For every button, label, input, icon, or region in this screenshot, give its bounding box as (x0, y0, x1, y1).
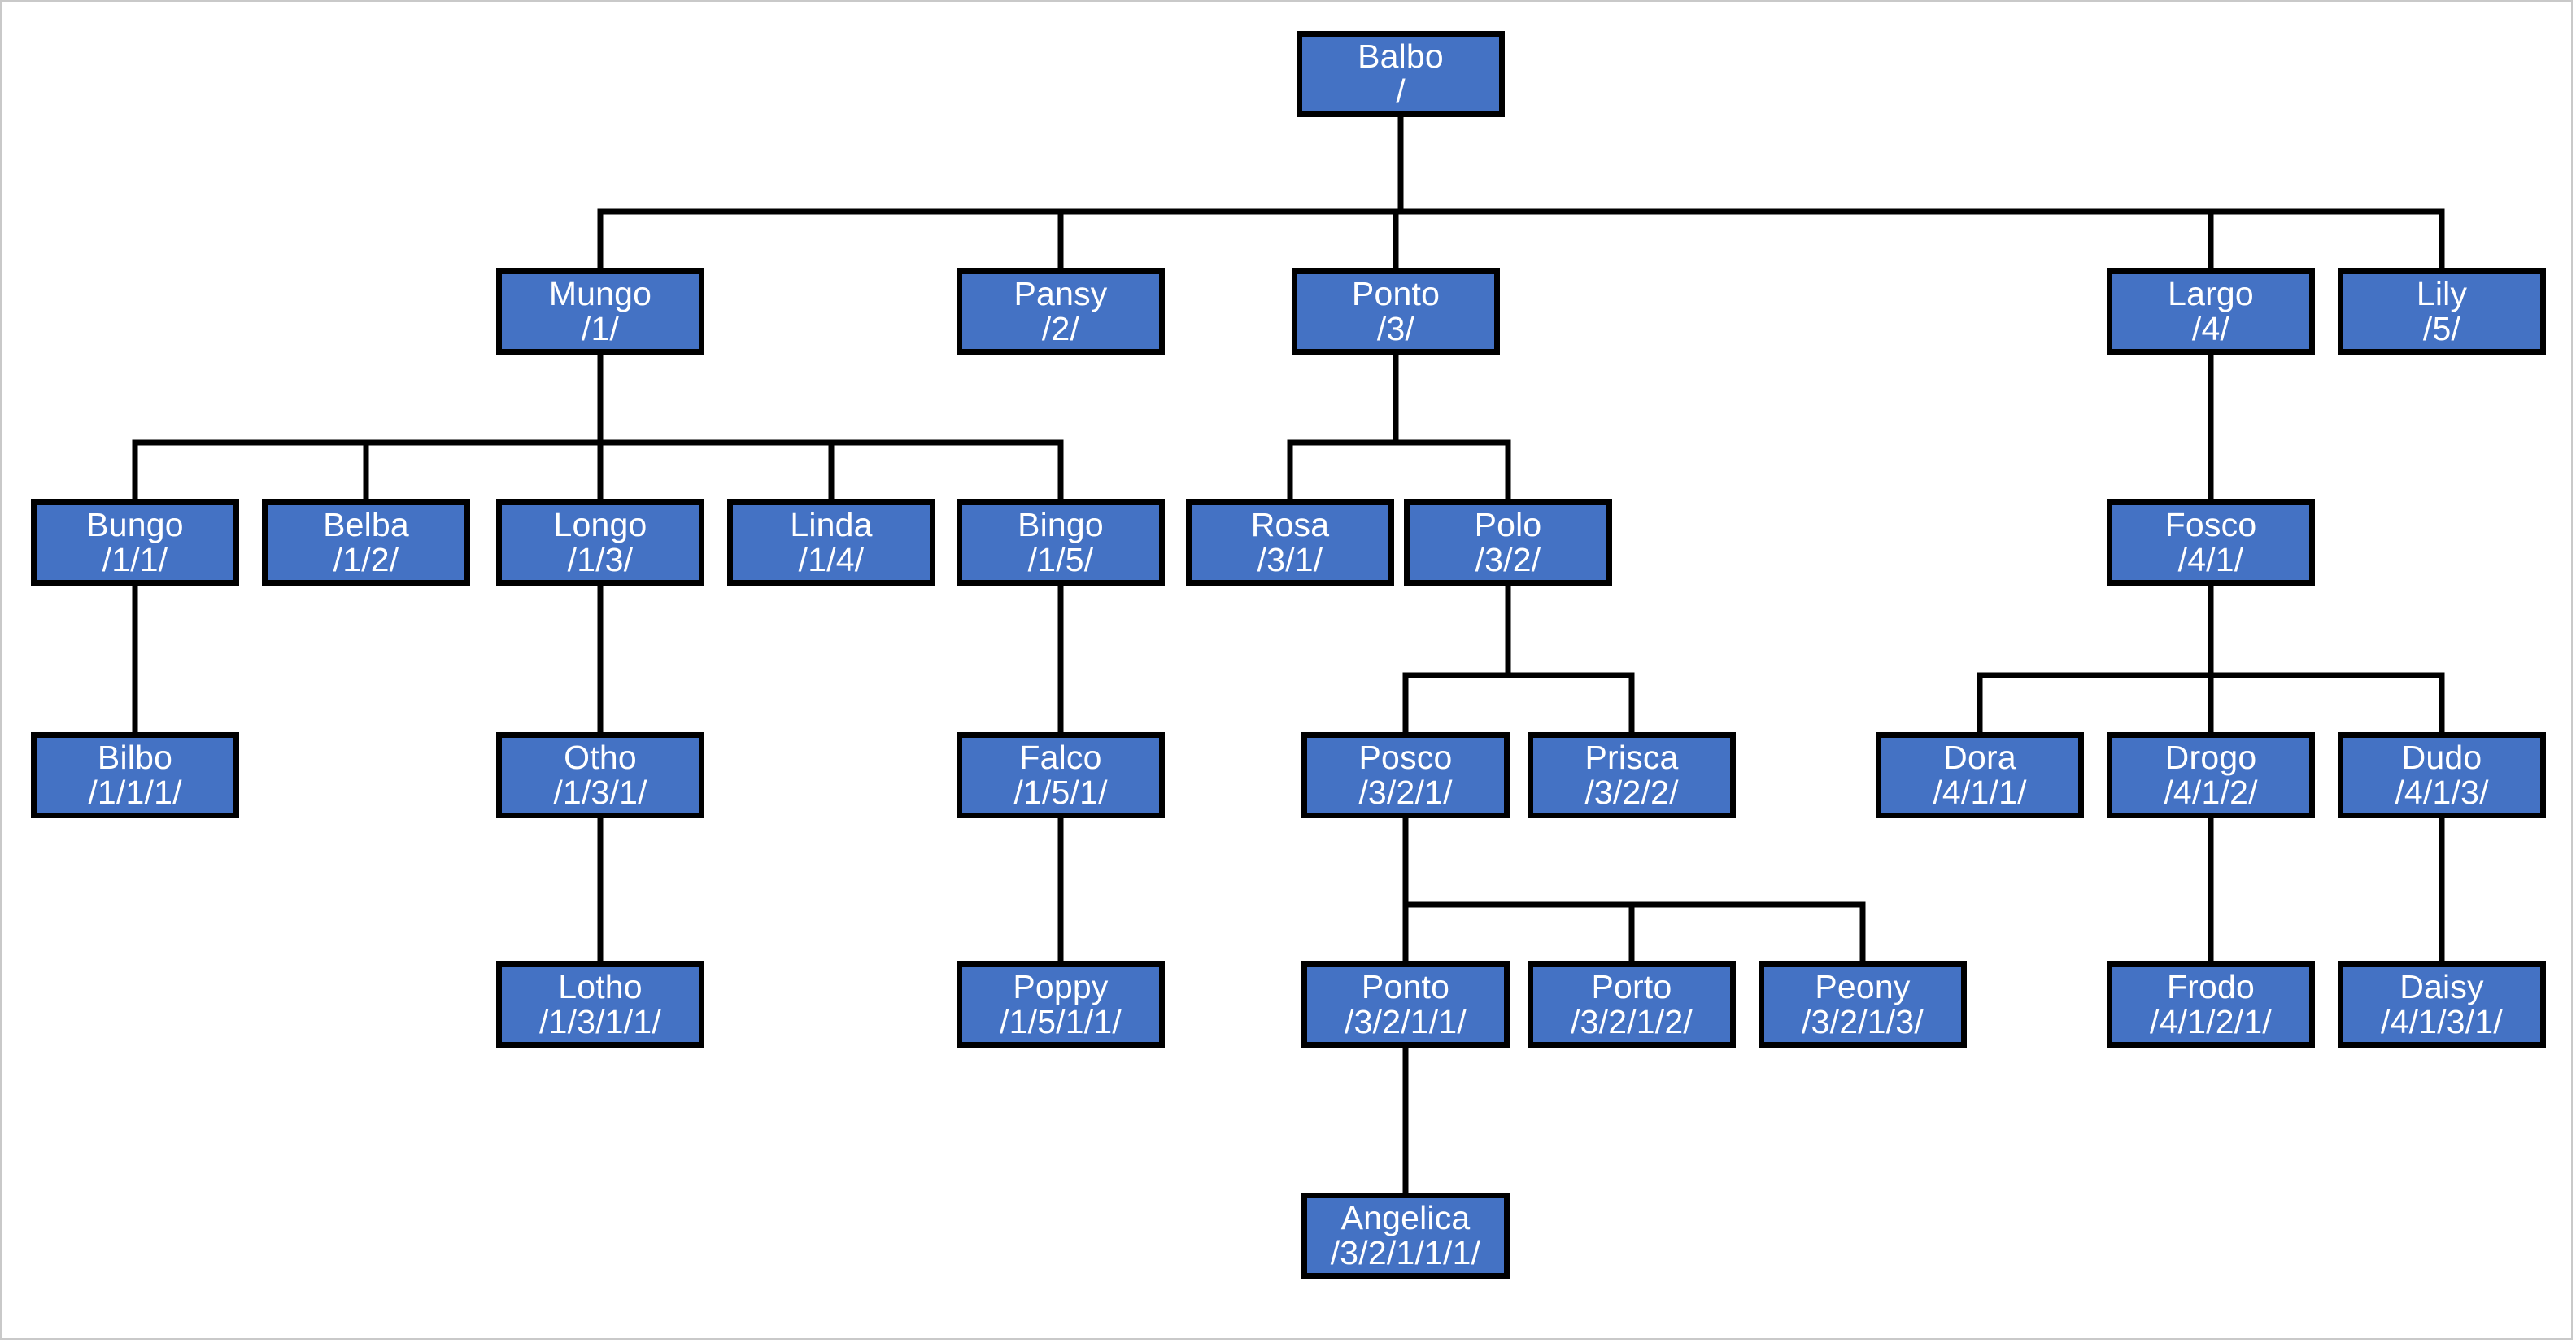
tree-node-rosa[interactable]: Rosa/3/1/ (1186, 499, 1394, 586)
node-path: /3/2/1/3/ (1802, 1005, 1924, 1040)
tree-node-linda[interactable]: Linda/1/4/ (727, 499, 935, 586)
node-name: Linda (790, 508, 872, 543)
tree-node-daisy[interactable]: Daisy/4/1/3/1/ (2338, 961, 2546, 1048)
node-name: Porto (1592, 970, 1672, 1005)
node-name: Lily (2417, 277, 2467, 312)
node-path: /4/ (2192, 312, 2229, 347)
tree-node-ponto[interactable]: Ponto/3/ (1292, 268, 1500, 355)
node-path: /1/5/ (1028, 543, 1094, 578)
tree-node-belba[interactable]: Belba/1/2/ (262, 499, 470, 586)
node-path: /3/2/1/1/1/ (1331, 1236, 1481, 1271)
node-name: Falco (1019, 740, 1101, 775)
tree-node-lotho[interactable]: Lotho/1/3/1/1/ (496, 961, 704, 1048)
node-name: Dudo (2402, 740, 2482, 775)
tree-node-bilbo[interactable]: Bilbo/1/1/1/ (31, 732, 239, 818)
node-path: /3/2/1/ (1358, 775, 1452, 810)
node-path: /3/2/2/ (1584, 775, 1678, 810)
tree-node-posco[interactable]: Posco/3/2/1/ (1301, 732, 1510, 818)
node-path: /1/3/1/ (553, 775, 647, 810)
tree-node-longo[interactable]: Longo/1/3/ (496, 499, 704, 586)
node-path: /4/1/ (2178, 543, 2244, 578)
node-name: Peony (1815, 970, 1910, 1005)
node-name: Bingo (1018, 508, 1104, 543)
node-path: /1/5/1/ (1013, 775, 1107, 810)
node-path: /5/ (2423, 312, 2460, 347)
node-name: Prisca (1584, 740, 1678, 775)
node-name: Balbo (1358, 39, 1444, 74)
node-name: Angelica (1341, 1201, 1471, 1236)
tree-node-pansy[interactable]: Pansy/2/ (957, 268, 1165, 355)
node-name: Otho (564, 740, 637, 775)
node-name: Rosa (1251, 508, 1330, 543)
tree-node-mungo[interactable]: Mungo/1/ (496, 268, 704, 355)
node-path: /3/ (1377, 312, 1414, 347)
tree-node-frodo[interactable]: Frodo/4/1/2/1/ (2107, 961, 2315, 1048)
tree-node-polo[interactable]: Polo/3/2/ (1404, 499, 1612, 586)
node-path: /3/2/1/1/ (1345, 1005, 1467, 1040)
node-name: Lotho (558, 970, 643, 1005)
node-path: /4/1/2/1/ (2150, 1005, 2272, 1040)
tree-node-peony[interactable]: Peony/3/2/1/3/ (1759, 961, 1967, 1048)
node-path: /1/4/ (799, 543, 865, 578)
node-name: Polo (1475, 508, 1542, 543)
node-path: /1/1/1/ (88, 775, 181, 810)
tree-node-prisca[interactable]: Prisca/3/2/2/ (1528, 732, 1736, 818)
tree-node-otho[interactable]: Otho/1/3/1/ (496, 732, 704, 818)
node-name: Frodo (2167, 970, 2255, 1005)
node-path: /3/1/ (1257, 543, 1323, 578)
tree-node-poppy[interactable]: Poppy/1/5/1/1/ (957, 961, 1165, 1048)
node-name: Longo (553, 508, 647, 543)
node-path: /4/1/2/ (2164, 775, 2257, 810)
node-name: Mungo (549, 277, 652, 312)
node-path: /3/2/1/2/ (1571, 1005, 1693, 1040)
tree-node-angelica[interactable]: Angelica/3/2/1/1/1/ (1301, 1193, 1510, 1279)
node-name: Posco (1359, 740, 1453, 775)
node-path: /4/1/1/ (1933, 775, 2026, 810)
node-name: Bilbo (98, 740, 172, 775)
tree-node-porto[interactable]: Porto/3/2/1/2/ (1528, 961, 1736, 1048)
node-path: /1/ (582, 312, 619, 347)
tree-node-drogo[interactable]: Drogo/4/1/2/ (2107, 732, 2315, 818)
node-path: /1/5/1/1/ (1000, 1005, 1122, 1040)
node-name: Largo (2168, 277, 2254, 312)
node-path: /3/2/ (1475, 543, 1541, 578)
node-path: /1/1/ (102, 543, 168, 578)
tree-node-dora[interactable]: Dora/4/1/1/ (1876, 732, 2084, 818)
node-name: Ponto (1362, 970, 1449, 1005)
node-path: /4/1/3/1/ (2381, 1005, 2503, 1040)
node-name: Daisy (2399, 970, 2484, 1005)
tree-node-dudo[interactable]: Dudo/4/1/3/ (2338, 732, 2546, 818)
tree-node-ponto2[interactable]: Ponto/3/2/1/1/ (1301, 961, 1510, 1048)
tree-node-lily[interactable]: Lily/5/ (2338, 268, 2546, 355)
node-name: Drogo (2165, 740, 2257, 775)
tree-node-bingo[interactable]: Bingo/1/5/ (957, 499, 1165, 586)
node-path: /4/1/3/ (2395, 775, 2488, 810)
node-path: /2/ (1042, 312, 1079, 347)
node-name: Belba (323, 508, 409, 543)
tree-node-largo[interactable]: Largo/4/ (2107, 268, 2315, 355)
tree-node-fosco[interactable]: Fosco/4/1/ (2107, 499, 2315, 586)
node-path: / (1396, 74, 1406, 109)
node-name: Dora (1943, 740, 2016, 775)
node-path: /1/2/ (333, 543, 399, 578)
node-name: Ponto (1352, 277, 1440, 312)
node-name: Pansy (1014, 277, 1108, 312)
node-path: /1/3/1/1/ (539, 1005, 661, 1040)
tree-node-balbo[interactable]: Balbo/ (1297, 31, 1505, 117)
node-name: Poppy (1013, 970, 1108, 1005)
node-name: Fosco (2165, 508, 2257, 543)
tree-node-bungo[interactable]: Bungo/1/1/ (31, 499, 239, 586)
node-name: Bungo (86, 508, 184, 543)
node-path: /1/3/ (568, 543, 634, 578)
tree-node-falco[interactable]: Falco/1/5/1/ (957, 732, 1165, 818)
